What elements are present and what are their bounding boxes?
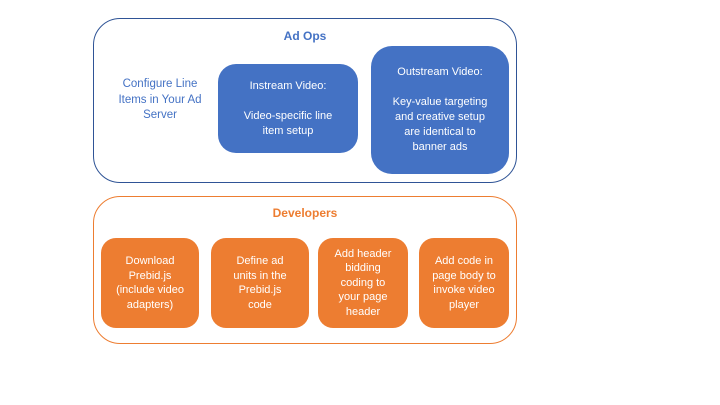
outstream-video-box: Outstream Video: Key-value targeting and…: [371, 46, 509, 174]
developers-group-title: Developers: [272, 206, 338, 220]
instream-video-box: Instream Video: Video-specific line item…: [218, 64, 358, 153]
define-ad-units-box: Define ad units in the Prebid.js code: [211, 238, 309, 328]
download-prebid-box-text: Download Prebid.js (include video adapte…: [116, 255, 184, 311]
ad-ops-group-title: Ad Ops: [283, 29, 327, 43]
ad-ops-group: Ad Ops Configure Line Items in Your Ad S…: [93, 18, 517, 183]
add-page-body-code-box-text: Add code in page body to invoke video pl…: [432, 255, 496, 311]
add-header-bidding-code-box: Add header bidding coding to your page h…: [318, 238, 408, 328]
configure-line-items-note: Configure Line Items in Your Ad Server: [118, 78, 202, 121]
outstream-video-box-text: Outstream Video: Key-value targeting and…: [392, 66, 488, 153]
add-page-body-code-box: Add code in page body to invoke video pl…: [419, 238, 509, 328]
developers-group: Developers Download Prebid.js (include v…: [93, 196, 517, 344]
download-prebid-box: Download Prebid.js (include video adapte…: [101, 238, 199, 328]
instream-video-box-text: Instream Video: Video-specific line item…: [243, 79, 333, 137]
add-header-bidding-code-box-text: Add header bidding coding to your page h…: [334, 247, 392, 318]
define-ad-units-box-text: Define ad units in the Prebid.js code: [233, 255, 287, 311]
